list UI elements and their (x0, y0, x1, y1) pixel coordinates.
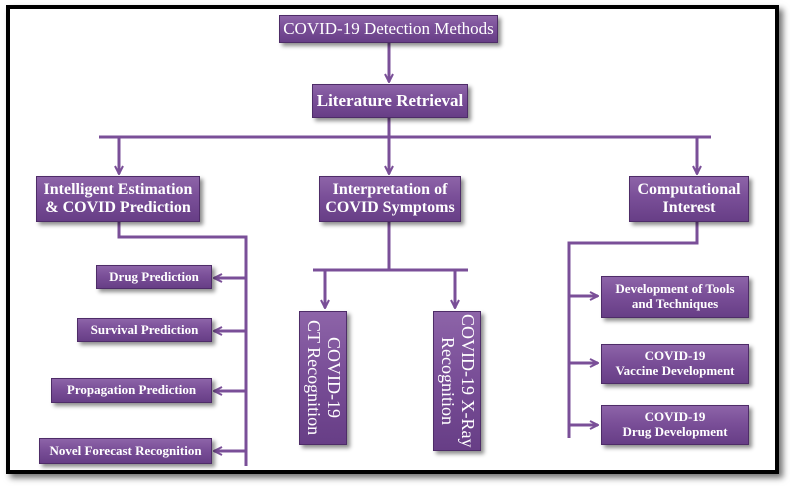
vaccine-development-node: COVID-19 Vaccine Development (601, 344, 749, 384)
propagation-prediction-node: Propagation Prediction (51, 378, 212, 403)
literature-retrieval-node: Literature Retrieval (312, 84, 468, 118)
drug-prediction-node: Drug Prediction (96, 265, 212, 289)
intelligent-branch-line (117, 222, 248, 466)
interpretation-node: Interpretation of COVID Symptoms (319, 176, 461, 222)
ct-recognition-node: COVID-19 CT Recognition (299, 311, 347, 445)
tools-techniques-node: Development of Tools and Techniques (601, 276, 749, 318)
xray-recognition-node: COVID-19 X-Ray Recognition (433, 311, 481, 451)
root-node: COVID-19 Detection Methods (279, 15, 498, 43)
drug-development-node: COVID-19 Drug Development (601, 405, 749, 445)
computational-interest-node: Computational Interest (629, 176, 749, 222)
survival-prediction-node: Survival Prediction (77, 318, 212, 342)
computational-branch-line (567, 222, 699, 438)
intelligent-estimation-node: Intelligent Estimation & COVID Predictio… (36, 176, 200, 222)
novel-forecast-recognition-node: Novel Forecast Recognition (39, 438, 212, 464)
